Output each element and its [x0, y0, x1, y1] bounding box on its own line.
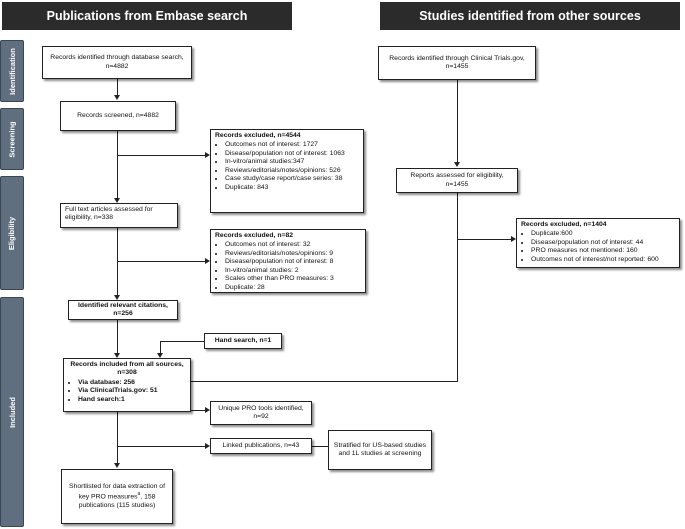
list-item: Case study/case report/case series: 38: [225, 175, 359, 183]
other-sources-header: Studies identified from other sources: [380, 2, 680, 30]
excluded-clinical-list: Duplicate:600 Disease/population not of …: [521, 230, 675, 264]
list-item: Reviews/editorials/notes/opinions: 526: [225, 167, 359, 175]
shortlisted-text-count: , 158 publications (115 studies): [78, 493, 156, 509]
arrow-head: [114, 463, 120, 468]
arrow-head: [114, 198, 120, 203]
excluded-screening-list: Outcomes not of interest: 1727 Disease/p…: [215, 141, 359, 192]
hand-search-box: Hand search, n=1: [204, 333, 282, 349]
db-records-box: Records identified through database sear…: [42, 46, 192, 79]
connector: [117, 261, 205, 262]
connector: [160, 341, 204, 342]
list-item: In-vitro/animal studies:347: [225, 158, 359, 166]
arrow-head: [114, 95, 120, 100]
connector: [191, 381, 458, 382]
arrow-head: [205, 407, 210, 413]
connector: [117, 228, 118, 296]
list-item: Hand search:1: [78, 396, 186, 404]
shortlisted-text-main: Shortlisted for data extraction of key P…: [69, 482, 165, 501]
embase-header: Publications from Embase search: [2, 2, 292, 30]
arrow-head: [205, 258, 210, 264]
list-item: Outcomes not of interest: 32: [225, 241, 361, 249]
clinical-trials-records-box: Records identified through Clinical Tria…: [378, 46, 536, 80]
shortlisted-box: Shortlisted for data extraction of key P…: [61, 469, 173, 524]
stratified-box: Stratified for US-based studies and 1L s…: [328, 430, 432, 470]
records-screened-box: Records screened, n=4882: [60, 101, 176, 131]
excluded-clinical-box: Records excluded, n=1404 Duplicate:600 D…: [516, 218, 680, 268]
records-included-list: Via database: 256 Via ClinicalTrials.gov…: [68, 379, 186, 404]
list-item: Disease/population not of interest: 1063: [225, 150, 359, 158]
connector: [117, 79, 118, 96]
list-item: In-vitro/animal studies: 2: [225, 267, 361, 275]
connector: [457, 80, 458, 163]
list-item: Duplicate: 28: [225, 284, 361, 292]
list-item: Via database: 256: [78, 379, 186, 387]
records-included-box: Records included from all sources, n=308…: [63, 358, 191, 412]
connector: [117, 446, 205, 447]
connector: [457, 239, 511, 240]
phase-included: Included: [0, 297, 24, 527]
connector: [117, 412, 118, 464]
list-item: Disease/population not of interest: 44: [531, 239, 675, 247]
arrow-head: [205, 443, 210, 449]
list-item: Via ClinicalTrials.gov: 51: [78, 387, 186, 395]
connector: [311, 446, 328, 447]
excluded-eligibility-title: Records excluded, n=82: [215, 232, 294, 239]
list-item: Duplicate:600: [531, 230, 675, 238]
linked-publications-box: Linked publications, n=43: [210, 438, 312, 454]
arrow-head: [511, 236, 516, 242]
excluded-eligibility-list: Outcomes not of interest: 32 Reviews/edi…: [215, 241, 361, 292]
list-item: PRO measures not mentioned: 160: [531, 247, 675, 255]
excluded-screening-box: Records excluded, n=4544 Outcomes not of…: [210, 129, 364, 213]
arrow-head: [205, 152, 210, 158]
records-included-title: Records included from all sources, n=308: [70, 361, 184, 377]
connector: [117, 319, 118, 355]
arrow-head: [114, 295, 120, 300]
connector: [117, 131, 118, 199]
excluded-screening-title: Records excluded, n=4544: [215, 132, 301, 139]
connector: [117, 155, 205, 156]
list-item: Scales other than PRO measures: 3: [225, 275, 361, 283]
connector: [457, 193, 458, 381]
relevant-citations-box: Identified relevant citations, n=256: [68, 300, 178, 320]
reports-eligibility-box: Reports assessed for eligibility, n=1455: [396, 168, 518, 193]
excluded-eligibility-box: Records excluded, n=82 Outcomes not of i…: [210, 229, 366, 293]
arrow-head: [114, 353, 120, 358]
list-item: Outcomes not of interest: 1727: [225, 141, 359, 149]
arrow-head: [157, 353, 163, 358]
shortlisted-text: Shortlisted for data extraction of key P…: [66, 483, 168, 511]
phase-eligibility: Eligibility: [0, 176, 24, 290]
connector: [160, 341, 161, 355]
phase-identification: Identification: [0, 40, 24, 102]
list-item: Outcomes not of interest/not reported: 6…: [531, 256, 675, 264]
phase-screening: Screening: [0, 108, 24, 170]
list-item: Disease/population not of interest: 8: [225, 258, 361, 266]
arrow-head: [454, 162, 460, 167]
list-item: Duplicate: 843: [225, 184, 359, 192]
list-item: Reviews/editorials/notes/opinions: 9: [225, 250, 361, 258]
excluded-clinical-title: Records excluded, n=1404: [521, 221, 607, 228]
fulltext-assessed-box: Full text articles assessed for eligibil…: [60, 203, 178, 228]
shortlisted-superscript: a: [137, 491, 141, 498]
unique-pro-tools-box: Unique PRO tools identified, n=92: [210, 401, 312, 425]
